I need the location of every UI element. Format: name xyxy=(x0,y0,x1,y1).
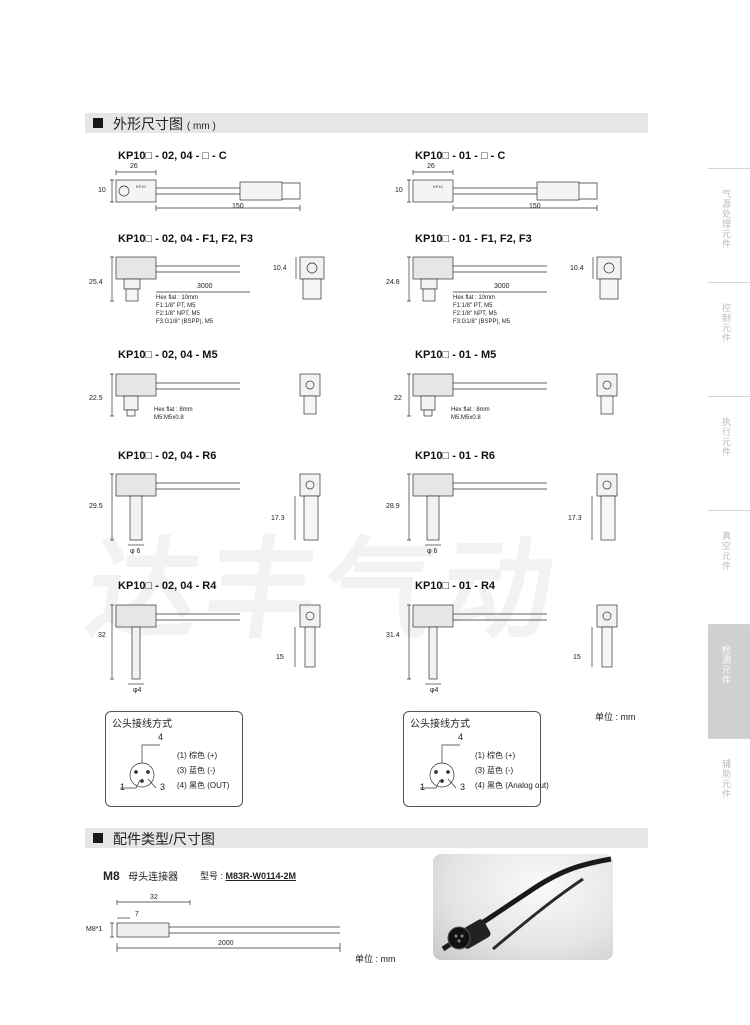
unit-label: 单位 : mm xyxy=(595,712,636,722)
dim-m5-height-right: 22 xyxy=(394,395,402,402)
dim-c-length-right: 150 xyxy=(529,203,541,210)
dim-c-width-right: 26 xyxy=(427,163,435,170)
sidebar-item-detection[interactable]: 检测元件 xyxy=(708,624,750,738)
dim-c-height-right: 10 xyxy=(395,187,403,194)
wiring-line-3: (4) 黑色 (Analog out) xyxy=(475,781,549,790)
sidebar-item-vacuum[interactable]: 真空元件 xyxy=(708,510,750,624)
sidebar-item-air-treatment[interactable]: 气源处理元件 xyxy=(708,168,750,282)
section-title: 外形尺寸图 xyxy=(113,116,183,132)
wiring-title: 公头接线方式 xyxy=(410,719,470,730)
model-title-r6-left: KP10□ - 02, 04 - R6 xyxy=(118,450,217,462)
dim-acc-32: 32 xyxy=(150,894,158,901)
accessory-model: 型号 : M83R-W0114-2M xyxy=(200,871,297,881)
wiring-box-left: 公头接线方式 4 1 3 (1) 棕色 (+) (3) 蓝色 (-) (4) 黑… xyxy=(105,711,243,807)
model-title-r6-right: KP10□ - 01 - R6 xyxy=(415,450,496,462)
section-header-dimensions: 外形尺寸图 ( mm ) xyxy=(85,113,648,133)
dim-acc-m8: M8*1 xyxy=(86,926,103,933)
model-title-c-left: KP10□ - 02, 04 - □ - C xyxy=(118,150,227,162)
pin-3-label: 3 xyxy=(460,782,466,792)
dim-r4-dia-right: φ4 xyxy=(430,687,439,694)
sidebar-item-control[interactable]: 控制元件 xyxy=(708,282,750,396)
accessory-unit: 单位 : mm xyxy=(355,954,396,964)
dim-r6-height-right: 28.9 xyxy=(386,503,400,510)
dim-r4-side-left: 15 xyxy=(276,654,284,661)
pin-1-label: 1 xyxy=(420,782,426,792)
model-title-r4-left: KP10□ - 02, 04 - R4 xyxy=(118,580,217,592)
wiring-line-1: (1) 棕色 (+) xyxy=(475,751,516,760)
pin-3-label: 3 xyxy=(160,782,166,792)
model-title-c-right: KP10□ - 01 - □ - C xyxy=(415,150,506,162)
dim-r4-side-right: 15 xyxy=(573,654,581,661)
dim-acc-2000: 2000 xyxy=(218,940,234,947)
section-square-icon xyxy=(93,833,103,843)
accessory-model-number: M83R-W0114-2M xyxy=(225,871,297,881)
dim-f-height-left: 25.4 xyxy=(89,279,103,286)
dim-c-width-left: 26 xyxy=(130,163,138,170)
section-header-accessories: 配件类型/尺寸图 xyxy=(85,828,648,848)
model-title-f-left: KP10□ - 02, 04 - F1, F2, F3 xyxy=(118,233,254,245)
pin-4-label: 4 xyxy=(458,732,464,742)
wiring-line-2: (3) 蓝色 (-) xyxy=(177,766,216,775)
wiring-line-3: (4) 黑色 (OUT) xyxy=(177,781,230,790)
f-notes-right: Hex flat : 10mm F1:1/8" PT, M5 F2:1/8" N… xyxy=(453,295,511,325)
dim-f-length-left: 3000 xyxy=(197,283,213,290)
dim-m5-height-left: 22.5 xyxy=(89,395,103,402)
accessory-type: M8 xyxy=(103,869,120,883)
section-unit: ( mm ) xyxy=(186,121,216,132)
connector-illustration-icon xyxy=(441,856,612,952)
dim-r6-dia-left: φ 6 xyxy=(130,548,141,555)
dim-r4-dia-left: φ4 xyxy=(133,687,142,694)
wiring-title: 公头接线方式 xyxy=(112,719,172,730)
m5-notes-right: Hex flat : 8mm M5:M5x0.8 xyxy=(451,407,490,421)
dim-f-height-right: 24.8 xyxy=(386,279,400,286)
section-title: 配件类型/尺寸图 xyxy=(113,831,215,847)
section-square-icon xyxy=(93,118,103,128)
dim-f-side-right: 10.4 xyxy=(570,265,584,272)
f-notes-left: Hex flat : 10mm F1:1/8" PT, M5 F2:1/8" N… xyxy=(156,295,214,325)
dim-c-height-left: 10 xyxy=(98,187,106,194)
sensor-label-c-left: KP10 xyxy=(136,184,147,189)
dim-r4-height-left: 32 xyxy=(98,632,106,639)
dim-c-length-left: 150 xyxy=(232,203,244,210)
model-title-m5-left: KP10□ - 02, 04 - M5 xyxy=(118,349,218,361)
dim-r4-height-right: 31.4 xyxy=(386,632,400,639)
accessory-name: 母头连接器 xyxy=(128,872,179,883)
wiring-line-1: (1) 棕色 (+) xyxy=(177,751,218,760)
dim-r6-side-right: 17.3 xyxy=(568,515,582,522)
sidebar-nav: 气源处理元件 控制元件 执行元件 真空元件 检测元件 辅助元件 xyxy=(708,168,750,852)
dim-f-side-left: 10.4 xyxy=(273,265,287,272)
connector-photo xyxy=(433,854,613,960)
model-title-f-right: KP10□ - 01 - F1, F2, F3 xyxy=(415,233,532,245)
model-title-m5-right: KP10□ - 01 - M5 xyxy=(415,349,497,361)
dim-r6-dia-right: φ 6 xyxy=(427,548,438,555)
pin-4-label: 4 xyxy=(158,732,164,742)
dim-f-length-right: 3000 xyxy=(494,283,510,290)
dim-r6-side-left: 17.3 xyxy=(271,515,285,522)
dim-r6-height-left: 29.5 xyxy=(89,503,103,510)
sensor-label-c-right: KP10 xyxy=(433,184,444,189)
wiring-line-2: (3) 蓝色 (-) xyxy=(475,766,514,775)
sidebar-item-auxiliary[interactable]: 辅助元件 xyxy=(708,738,750,852)
sidebar-item-actuator[interactable]: 执行元件 xyxy=(708,396,750,510)
m5-notes-left: Hex flat : 8mm M5:M5x0.8 xyxy=(154,407,193,421)
model-title-r4-right: KP10□ - 01 - R4 xyxy=(415,580,496,592)
wiring-box-right: 公头接线方式 4 1 3 (1) 棕色 (+) (3) 蓝色 (-) (4) 黑… xyxy=(403,711,549,807)
pin-1-label: 1 xyxy=(120,782,126,792)
dim-acc-7: 7 xyxy=(135,911,139,918)
accessory-heading: M8 母头连接器 xyxy=(103,867,178,885)
